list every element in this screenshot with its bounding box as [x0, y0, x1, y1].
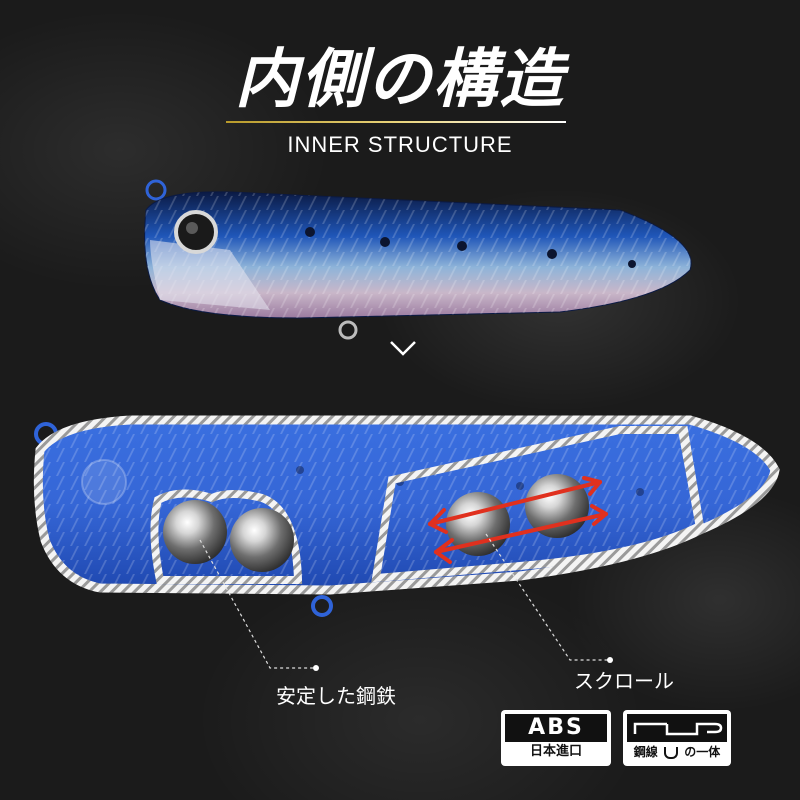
top-lure — [144, 179, 692, 340]
steel-ball-2 — [230, 508, 294, 572]
callout-lines — [199, 533, 608, 669]
title-english: INNER STRUCTURE — [287, 132, 513, 157]
chevron-down-icon — [390, 341, 416, 356]
line-tie-icon — [145, 179, 167, 201]
steel-ball-label: 安定した鋼鉄 — [276, 684, 396, 708]
abs-badge-bottom: 日本進口 — [529, 744, 582, 759]
hook-eye-icon — [311, 595, 333, 617]
steel-ball-1 — [163, 500, 227, 564]
wire-badge-text-right: の一体 — [684, 745, 721, 759]
wire-badge-top — [627, 714, 727, 742]
wire-badge: 鋼線 の一体 — [623, 710, 731, 766]
abs-badge: ABS 日本進口 — [501, 710, 611, 766]
wire-hook-icon — [633, 722, 723, 736]
bottom-lure-cutaway — [33, 415, 780, 617]
title-underline — [226, 121, 566, 123]
wire-badge-text-left: 鋼線 — [633, 745, 658, 759]
wire-badge-bottom: 鋼線 の一体 — [627, 742, 727, 762]
abs-badge-top: ABS — [505, 714, 607, 742]
hook-eye-icon — [338, 320, 358, 340]
title-japanese: 内側の構造 — [235, 43, 565, 117]
u-shape-icon — [664, 746, 678, 759]
scroll-arrows-icon — [428, 476, 608, 564]
scroll-label: スクロール — [574, 669, 674, 693]
